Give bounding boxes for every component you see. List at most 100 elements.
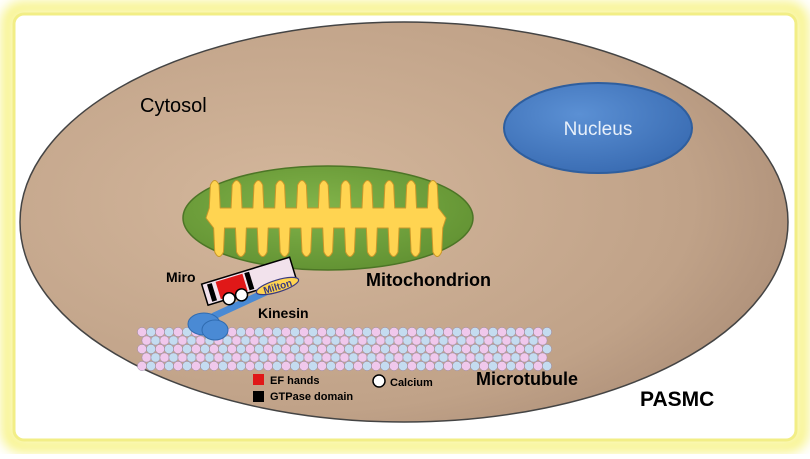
tubulin-subunit [191,361,201,371]
tubulin-subunit [393,352,404,363]
tubulin-subunit [209,344,219,354]
tubulin-subunit [146,327,156,337]
tubulin-subunit [488,327,498,337]
tubulin-subunit [389,344,399,354]
legend-calcium-label: Calcium [390,377,433,389]
tubulin-subunit [150,352,161,363]
tubulin-subunit [236,344,246,354]
tubulin-subunit [290,361,300,371]
tubulin-subunit [308,361,318,371]
tubulin-subunit [416,361,426,371]
mitochondrion-cristae [205,180,447,257]
tubulin-subunit [501,335,512,346]
tubulin-subunit [276,352,287,363]
legend-calcium-swatch [372,374,386,388]
tubulin-subunit [398,361,408,371]
tubulin-subunit [168,352,179,363]
tubulin-subunit [501,352,512,363]
tubulin-subunit [393,335,404,346]
tubulin-subunit [384,352,395,363]
tubulin-subunit [213,352,224,363]
tubulin-subunit [137,327,147,337]
tubulin-subunit [506,344,516,354]
tubulin-subunit [326,344,336,354]
tubulin-subunit [344,344,354,354]
tubulin-subunit [416,344,426,354]
tubulin-subunit [371,361,381,371]
legend-ef-hands-swatch [253,374,264,385]
tubulin-subunit [434,327,444,337]
tubulin-subunit [177,335,188,346]
tubulin-subunit [231,335,242,346]
tubulin-subunit [402,335,413,346]
tubulin-subunit [371,327,381,337]
tubulin-subunit [299,361,309,371]
legend: EF hands GTPase domain Calcium [253,374,433,403]
tubulin-subunit [254,361,264,371]
tubulin-subunit [209,361,219,371]
tubulin-subunit [245,344,255,354]
tubulin-subunit [281,327,291,337]
tubulin-subunit [362,361,372,371]
tubulin-subunit [254,344,264,354]
tubulin-subunit [416,327,426,337]
tubulin-subunit [249,352,260,363]
tubulin-subunit [186,335,197,346]
tubulin-subunit [326,327,336,337]
tubulin-subunit [407,361,417,371]
tubulin-subunit [141,352,152,363]
tubulin-subunit [195,352,206,363]
legend-gtpase-swatch [253,391,264,402]
tubulin-subunit [308,344,318,354]
tubulin-subunit [263,344,273,354]
microtubule-label: Microtubule [476,369,578,389]
tubulin-subunit [159,335,170,346]
frame-glow [2,2,808,452]
tubulin-subunit [425,344,435,354]
tubulin-subunit [470,327,480,337]
tubulin-subunit [321,352,332,363]
tubulin-subunit [488,344,498,354]
tubulin-subunit [447,352,458,363]
tubulin-subunit [515,344,525,354]
cytosol-label: Cytosol [140,95,207,117]
tubulin-subunit [434,344,444,354]
tubulin-subunit [384,335,395,346]
tubulin-subunit [519,335,530,346]
tubulin-subunit [398,344,408,354]
tubulin-subunit [492,335,503,346]
calcium-ion-2 [234,288,249,302]
tubulin-subunit [528,352,539,363]
tubulin-subunit [452,344,462,354]
tubulin-subunit [366,352,377,363]
tubulin-subunit [398,327,408,337]
tubulin-subunit [191,344,201,354]
milton-adaptor [255,276,300,296]
tubulin-subunit [407,344,417,354]
tubulin-subunit [357,352,368,363]
tubulin-subunit [425,361,435,371]
tubulin-subunit [510,335,521,346]
tubulin-subunit [353,327,363,337]
tubulin-subunit [303,352,314,363]
tubulin-subunit [182,344,192,354]
tubulin-subunit [533,344,543,354]
tubulin-subunit [344,327,354,337]
tubulin-subunit [285,335,296,346]
tubulin-subunit [173,344,183,354]
tubulin-subunit [506,327,516,337]
tubulin-subunit [380,344,390,354]
tubulin-subunit [303,335,314,346]
tubulin-subunit [371,344,381,354]
tubulin-subunit [429,352,440,363]
tubulin-subunit [411,335,422,346]
tubulin-subunit [299,327,309,337]
tubulin-subunit [353,344,363,354]
tubulin-subunit [438,335,449,346]
tubulin-subunit [479,327,489,337]
tubulin-subunit [375,352,386,363]
tubulin-subunit [452,361,462,371]
tubulin-subunit [249,335,260,346]
tubulin-subunit [348,335,359,346]
